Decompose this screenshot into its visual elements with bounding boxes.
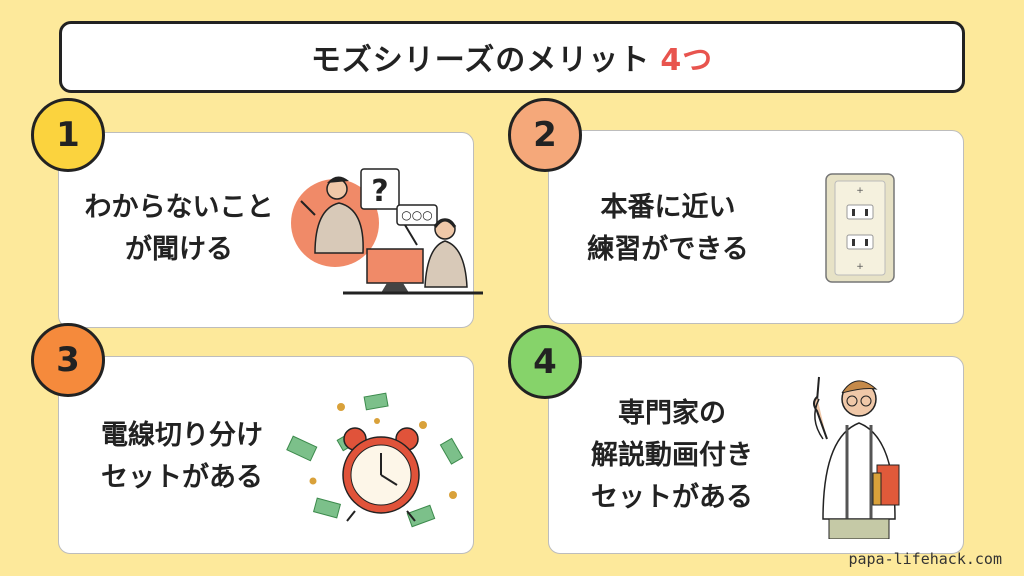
merit-4-line-1: 専門家の: [618, 398, 726, 429]
svg-text:+: +: [856, 186, 864, 196]
svg-text:?: ?: [371, 174, 388, 209]
merit-2-line-2: 練習ができる: [587, 233, 749, 265]
svg-text:+: +: [856, 262, 864, 272]
title-count: 4つ: [660, 43, 714, 78]
site-url: papa-lifehack.com: [848, 550, 1002, 568]
merit-card-2: 本番に近い 練習ができる + +: [548, 130, 964, 324]
badge-3: 3: [31, 323, 105, 397]
merit-3-line-2: セットがある: [101, 461, 263, 493]
merit-card-3: 電線切り分け セットがある: [58, 356, 474, 554]
merit-1-line-2: が聞ける: [125, 233, 233, 265]
badge-1: 1: [31, 98, 105, 172]
merit-text-2: 本番に近い 練習ができる: [563, 187, 773, 271]
merit-card-1: わからないこと が聞ける ? ○○○: [58, 132, 483, 328]
outlet-icon: + +: [825, 173, 895, 283]
merit-4-line-2: 解説動画付き: [591, 439, 753, 471]
merit-card-4: 専門家の 解説動画付き セットがある: [548, 356, 964, 554]
merit-2-line-1: 本番に近い: [600, 192, 736, 223]
title-text: モズシリーズのメリット: [310, 43, 651, 78]
merit-text-3: 電線切り分け セットがある: [77, 415, 287, 499]
svg-text:○○○: ○○○: [401, 208, 432, 222]
merit-1-line-1: わからないこと: [84, 192, 274, 223]
merit-text-4: 専門家の 解説動画付き セットがある: [567, 393, 777, 519]
merit-3-line-1: 電線切り分け: [101, 420, 263, 451]
badge-4: 4: [508, 325, 582, 399]
title-banner: モズシリーズのメリット 4つ: [59, 21, 965, 93]
consultation-illustration: ? ○○○: [291, 168, 483, 295]
badge-2: 2: [508, 98, 582, 172]
merit-text-1: わからないこと が聞ける: [79, 187, 279, 271]
alarm-clock-money-illustration: [286, 392, 464, 528]
teacher-illustration: [813, 376, 900, 539]
merit-4-line-3: セットがある: [591, 481, 753, 513]
